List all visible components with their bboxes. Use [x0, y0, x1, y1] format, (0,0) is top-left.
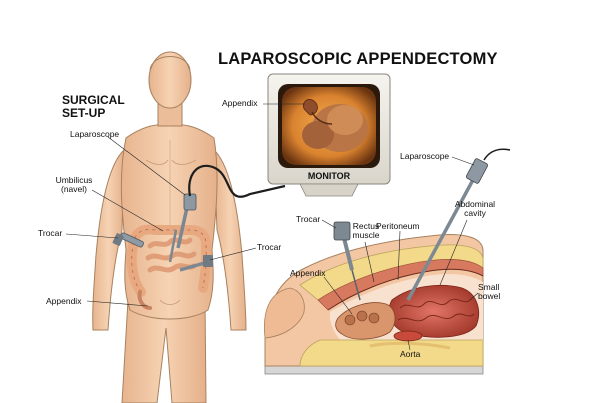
label-laparoscope-right: Laparoscope — [400, 151, 450, 161]
label-appendix-monitor: Appendix — [222, 98, 258, 108]
label-small-bowel: Small bowel — [478, 282, 501, 301]
trocar-left-instrument — [112, 232, 144, 248]
label-rectus-muscle: Rectus muscle — [352, 221, 380, 240]
monitor — [267, 73, 391, 197]
trocar-mid-instrument — [179, 255, 213, 272]
label-umbilicus: Umbilicus (navel) — [55, 175, 93, 194]
leader-lines — [65, 103, 479, 351]
setup-title: SURGICAL SET-UP — [62, 93, 125, 120]
label-appendix-right: Appendix — [290, 268, 326, 278]
trocar-section-instrument — [333, 221, 361, 301]
label-trocar-right: Trocar — [296, 214, 321, 224]
label-appendix-left: Appendix — [46, 296, 82, 306]
monitor-label: MONITOR — [307, 171, 351, 181]
label-peritoneum: Peritoneum — [376, 221, 420, 231]
camera-cable — [188, 164, 286, 198]
label-trocar-mid: Trocar — [257, 242, 282, 252]
laparoscope-section-instrument — [406, 148, 511, 301]
label-abdominal-cavity: Abdominal cavity — [454, 199, 496, 218]
label-laparoscope-left: Laparoscope — [70, 129, 120, 139]
diagram-title: LAPAROSCOPIC APPENDECTOMY — [218, 50, 498, 68]
label-aorta: Aorta — [400, 349, 421, 359]
label-trocar-left: Trocar — [38, 228, 63, 238]
